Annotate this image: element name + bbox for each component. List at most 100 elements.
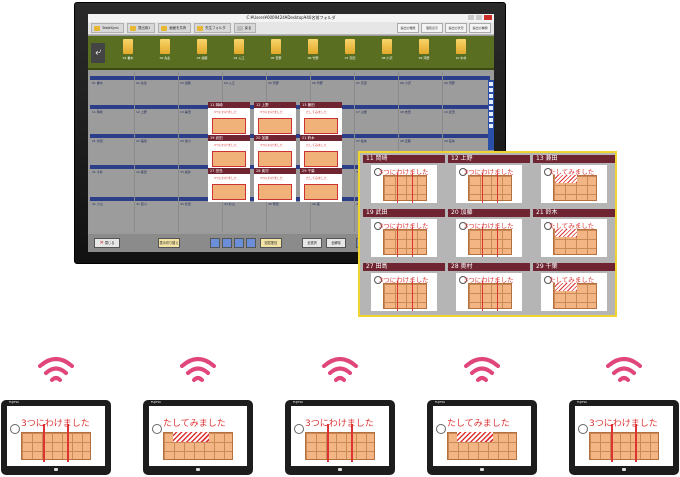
close-button[interactable]: ✕ 閉じる bbox=[94, 238, 120, 248]
student-name-label[interactable]: 33 坂井 bbox=[180, 170, 191, 174]
minimize-button[interactable] bbox=[468, 15, 474, 20]
student-name-label[interactable]: 03 加藤 bbox=[180, 81, 191, 85]
deselect-all-button[interactable]: 全解除 bbox=[326, 238, 346, 248]
student-name-label[interactable]: 17 山根 bbox=[356, 110, 367, 114]
student-name-label[interactable]: 08 小沢 bbox=[400, 81, 411, 85]
tab-back[interactable]: 戻る bbox=[233, 23, 257, 33]
student-name-label[interactable]: 18 吉田 bbox=[400, 110, 411, 114]
home-button[interactable] bbox=[622, 468, 626, 471]
individual-view-button[interactable]: 個別表示 bbox=[421, 23, 443, 33]
student-name-label[interactable]: 11 岡崎 bbox=[92, 110, 103, 114]
student-answer-thumbnail[interactable]: 21 鈴木たしてみました bbox=[300, 135, 342, 169]
student-name-label[interactable]: 01 書木 bbox=[92, 81, 103, 85]
tablet-screen[interactable]: 3つにわけました bbox=[7, 406, 105, 466]
student-name-label[interactable]: 45 岡田 bbox=[268, 202, 279, 206]
close-window-button[interactable] bbox=[484, 15, 492, 20]
submit-function-button[interactable]: 提出の機能 bbox=[397, 23, 419, 33]
student-name-label[interactable]: 19 武田 bbox=[444, 110, 455, 114]
student-folder[interactable]: 09 河野 bbox=[412, 39, 436, 67]
home-button[interactable] bbox=[480, 468, 484, 471]
zoomed-answer-cell[interactable]: 21 鈴木たしてみました bbox=[533, 209, 615, 259]
layout-2-button[interactable] bbox=[222, 238, 232, 248]
student-name-label[interactable]: 28 近藤 bbox=[400, 139, 411, 143]
tab-share-screen[interactable]: 画面を共有 bbox=[158, 23, 192, 33]
back-arrow-icon[interactable]: ⤶ bbox=[91, 43, 105, 63]
student-name-label[interactable]: 06 竹野 bbox=[312, 81, 323, 85]
student-name-label[interactable]: 23 吉川 bbox=[180, 139, 191, 143]
tablet-screen[interactable]: たしてみました bbox=[433, 406, 531, 466]
tool-icon[interactable] bbox=[489, 82, 493, 86]
student-folder[interactable]: 06 竹野 bbox=[301, 39, 325, 67]
layout-1-button[interactable] bbox=[210, 238, 220, 248]
tool-icon[interactable] bbox=[489, 112, 493, 116]
tool-icon[interactable] bbox=[489, 94, 493, 98]
student-name-label[interactable]: 44 杉山 bbox=[224, 202, 235, 206]
divider-line bbox=[412, 227, 413, 257]
tablet-screen[interactable]: 3つにわけました bbox=[291, 406, 389, 466]
tablet-screen[interactable]: たしてみました bbox=[149, 406, 247, 466]
answer-text: 3つにわけました bbox=[379, 276, 429, 284]
home-button[interactable] bbox=[54, 468, 58, 471]
student-name-label[interactable]: 41 小山 bbox=[92, 202, 103, 206]
tab-submit[interactable]: 提出用1 bbox=[126, 23, 156, 33]
student-name-label[interactable]: 32 森田 bbox=[136, 170, 147, 174]
student-name-label[interactable]: 13 兼田 bbox=[180, 110, 191, 114]
student-name-label[interactable]: 43 松田 bbox=[180, 202, 191, 206]
student-name-label[interactable]: 04 入江 bbox=[224, 81, 235, 85]
student-folder[interactable]: 04 入江 bbox=[227, 39, 251, 67]
student-answer-thumbnail[interactable]: 29 千葉たしてみました bbox=[300, 168, 342, 202]
select-all-button[interactable]: 全選択 bbox=[302, 238, 322, 248]
tab-teacher-folder[interactable]: 先生フォルダ bbox=[194, 23, 231, 33]
home-button[interactable] bbox=[338, 468, 342, 471]
layout-3-button[interactable] bbox=[234, 238, 244, 248]
submit-type-button[interactable]: 提出の種類 bbox=[469, 23, 491, 33]
student-folder[interactable]: 03 加藤 bbox=[190, 39, 214, 67]
tab-tablesync[interactable]: TableSync bbox=[91, 23, 124, 33]
student-folder[interactable]: 10 木村 bbox=[449, 39, 473, 67]
student-name-label[interactable]: 07 高田 bbox=[356, 81, 367, 85]
student-folder[interactable]: 07 高田 bbox=[338, 39, 362, 67]
student-name-label[interactable]: 09 河野 bbox=[444, 81, 455, 85]
student-answer-thumbnail[interactable]: 13 兼田たしてみました bbox=[300, 102, 342, 136]
zoomed-answer-cell[interactable]: 13 兼田たしてみました bbox=[533, 155, 615, 205]
student-name-label[interactable]: 27 坂本 bbox=[356, 139, 367, 143]
maximize-button[interactable] bbox=[476, 15, 482, 20]
home-button[interactable] bbox=[196, 468, 200, 471]
student-name-label[interactable]: 12 上野 bbox=[136, 110, 147, 114]
student-folder[interactable]: 05 菅野 bbox=[264, 39, 288, 67]
student-name-label[interactable]: 42 西川 bbox=[136, 202, 147, 206]
student-name-label[interactable]: 21 内田 bbox=[92, 139, 103, 143]
student-name-label[interactable]: 05 菅野 bbox=[268, 81, 279, 85]
student-name-label[interactable]: 46 森 bbox=[312, 202, 320, 206]
student-name-label[interactable]: 29 宮本 bbox=[444, 139, 455, 143]
answer-send-button[interactable]: 回答配信 bbox=[260, 238, 282, 248]
student-folder[interactable]: 08 小沢 bbox=[375, 39, 399, 67]
layout-4-button[interactable] bbox=[246, 238, 256, 248]
zoomed-answer-cell[interactable]: 29 千葉たしてみました bbox=[533, 263, 615, 313]
tool-icon[interactable] bbox=[489, 124, 493, 128]
submit-status-button[interactable]: 提出の状況 bbox=[445, 23, 467, 33]
tool-icon[interactable] bbox=[489, 100, 493, 104]
tablet-screen[interactable]: 3つにわけました bbox=[575, 406, 673, 466]
student-name-label[interactable]: 22 稲垣 bbox=[136, 139, 147, 143]
student-folder[interactable]: 01 書木 bbox=[116, 39, 140, 67]
student-name-label[interactable]: 31 今井 bbox=[92, 170, 103, 174]
tool-icon[interactable] bbox=[489, 106, 493, 110]
tool-icon[interactable] bbox=[489, 118, 493, 122]
student-folder[interactable]: 02 先生 bbox=[153, 39, 177, 67]
tool-icon[interactable] bbox=[489, 88, 493, 92]
show-toggle-button[interactable]: 表示切り替え bbox=[158, 238, 180, 248]
student-name-label[interactable]: 02 先生 bbox=[136, 81, 147, 85]
